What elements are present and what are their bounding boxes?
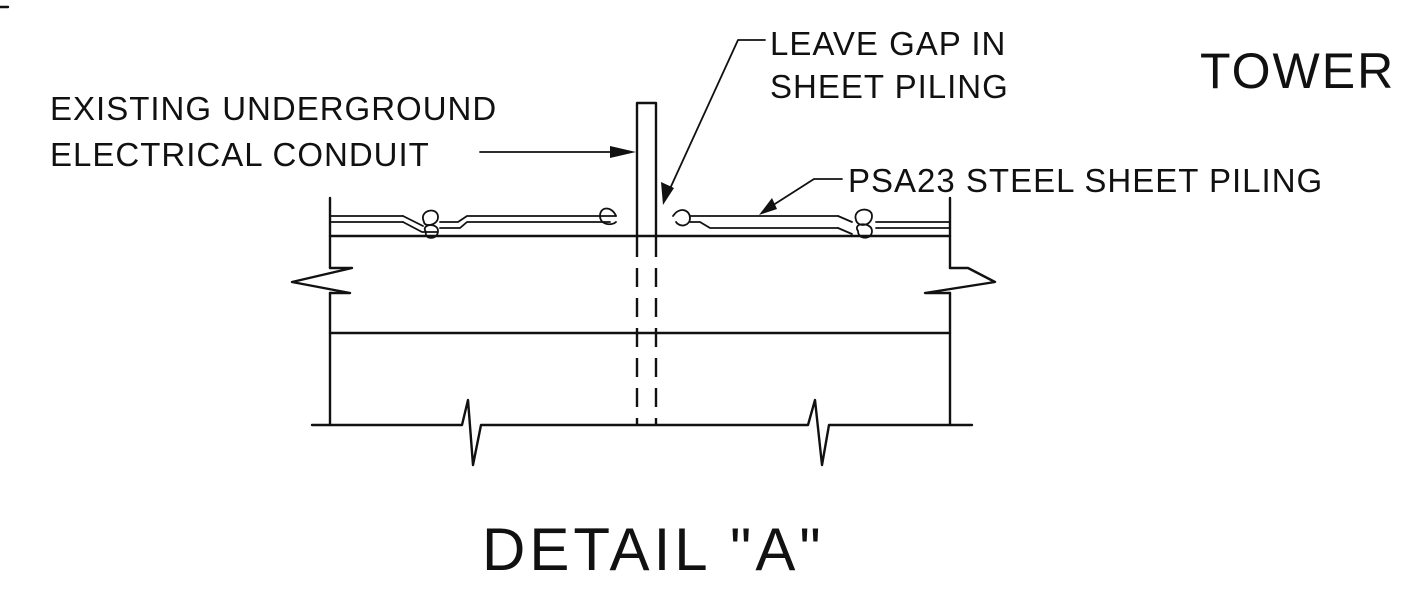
piling-label: PSA23 STEEL SHEET PILING (848, 162, 1323, 199)
left-sheet-piling (329, 207, 617, 239)
gap-label-line-1: LEAVE GAP IN (770, 25, 1006, 62)
detail-title: DETAIL "A" (482, 516, 825, 583)
conduit-label-line-2: ELECTRICAL CONDUIT (50, 136, 430, 173)
tower-label: TOWER (1200, 43, 1395, 99)
slab-outline (290, 196, 997, 467)
piling-leader (759, 178, 843, 215)
right-sheet-piling (672, 208, 951, 239)
conduit-pipe (635, 101, 658, 425)
gap-label-line-2: SHEET PILING (770, 68, 1009, 105)
gap-leader (661, 39, 766, 205)
conduit-leader (479, 146, 636, 158)
conduit-label-line-1: EXISTING UNDERGROUND (50, 90, 497, 127)
